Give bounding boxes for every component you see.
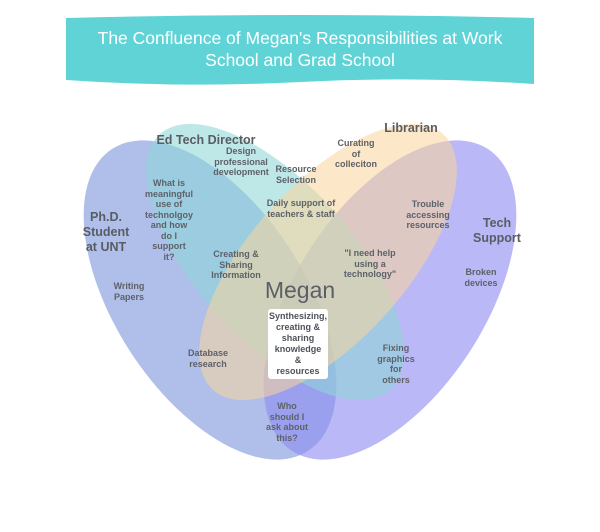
item-line: others — [382, 374, 410, 385]
phd-student-label: Ph.D. Student at UNT — [83, 210, 130, 255]
item-line: Curating — [337, 138, 375, 148]
item-line: resources — [406, 220, 450, 230]
center-text-line: resources — [276, 366, 320, 376]
center-text-line: & — [294, 355, 302, 365]
item-line: Resource — [275, 164, 317, 174]
item-line: Broken — [465, 267, 497, 277]
diagram-title-line-2: School and Grad School — [205, 50, 395, 70]
item-line: devices — [464, 277, 498, 288]
item-line: Fixing — [382, 343, 410, 353]
center-text-line: knowledge — [274, 344, 322, 354]
librarian-label: Librarian — [384, 121, 438, 135]
item-line: should I — [269, 411, 305, 422]
item-who-to-ask: Who should I ask about this? — [266, 401, 308, 443]
item-line: Creating & — [213, 249, 259, 259]
item-line: Design — [225, 146, 257, 156]
item-line: for — [389, 364, 402, 374]
item-line: Who — [277, 401, 297, 411]
phd-student-label-line: Student — [82, 225, 130, 239]
phd-student-label-line: at UNT — [85, 240, 127, 254]
item-daily-support: Daily support of teachers & staff — [267, 198, 336, 219]
item-resource-selection: Resource Selection — [275, 164, 316, 185]
item-line: Selection — [275, 174, 316, 185]
center-box: Synthesizing, creating & sharing knowled… — [268, 309, 328, 379]
center-text-line: Synthesizing, — [269, 311, 328, 321]
center-box-text: Synthesizing, creating & sharing knowled… — [269, 311, 327, 377]
item-line: Sharing — [219, 259, 253, 270]
center-text-line: creating & — [276, 322, 321, 332]
item-line: this? — [276, 432, 298, 443]
item-line: it? — [163, 251, 175, 262]
item-line: do I — [160, 230, 177, 241]
item-meaningful-tech: What is meaningful use of technolgoy and… — [145, 178, 193, 262]
item-design-pd: Design professional development — [213, 146, 269, 178]
tech-support-label: Tech Support — [473, 216, 521, 246]
item-line: Daily support of — [266, 198, 336, 208]
tech-support-label-line: Support — [473, 231, 521, 245]
item-line: Papers — [113, 291, 145, 302]
diagram-title: The Confluence of Megan's Responsibiliti… — [66, 27, 534, 71]
item-line: professional — [214, 156, 268, 167]
center-text-line: sharing — [281, 333, 315, 343]
item-line: Writing — [113, 281, 145, 291]
item-line: of — [351, 148, 361, 159]
item-creating-sharing: Creating & Sharing Information — [211, 249, 261, 281]
item-line: Database — [187, 348, 229, 358]
center-name: Megan — [264, 277, 336, 303]
tech-support-label-line: Tech — [482, 216, 512, 230]
item-need-help: "I need help using a technology" — [344, 248, 396, 280]
item-line: What is — [152, 178, 186, 188]
item-line: and how — [150, 220, 188, 230]
item-database-research: Database research — [188, 348, 228, 369]
item-line: use of — [155, 199, 183, 209]
item-line: technology" — [343, 269, 397, 279]
item-line: meaningful — [144, 188, 194, 199]
librarian-ellipse — [199, 123, 457, 401]
item-line: support — [152, 241, 186, 251]
item-line: graphics — [377, 353, 415, 364]
title-banner-shape — [66, 15, 534, 85]
item-line: Information — [211, 270, 261, 280]
item-writing-papers: Writing Papers — [114, 281, 145, 302]
item-line: development — [213, 167, 269, 177]
item-curating: Curating of colleciton — [335, 138, 377, 170]
phd-student-label-line: Ph.D. — [90, 210, 122, 224]
item-line: research — [189, 358, 227, 369]
title-banner: The Confluence of Megan's Responsibiliti… — [66, 14, 534, 88]
item-line: ask about — [265, 422, 309, 432]
item-fixing-graphics: Fixing graphics for others — [377, 343, 415, 385]
diagram-title-line-1: The Confluence of Megan's Responsibiliti… — [97, 28, 503, 48]
item-line: using a — [354, 258, 386, 269]
item-trouble-accessing: Trouble accessing resources — [406, 199, 450, 231]
item-line: accessing — [406, 209, 450, 220]
item-line: "I need help — [344, 248, 396, 258]
item-line: Trouble — [411, 199, 445, 209]
item-broken-devices: Broken devices — [464, 267, 497, 288]
item-line: colleciton — [334, 159, 378, 169]
item-line: technolgoy — [144, 209, 194, 220]
ed-tech-director-label: Ed Tech Director — [156, 133, 256, 147]
item-line: teachers & staff — [267, 208, 335, 219]
